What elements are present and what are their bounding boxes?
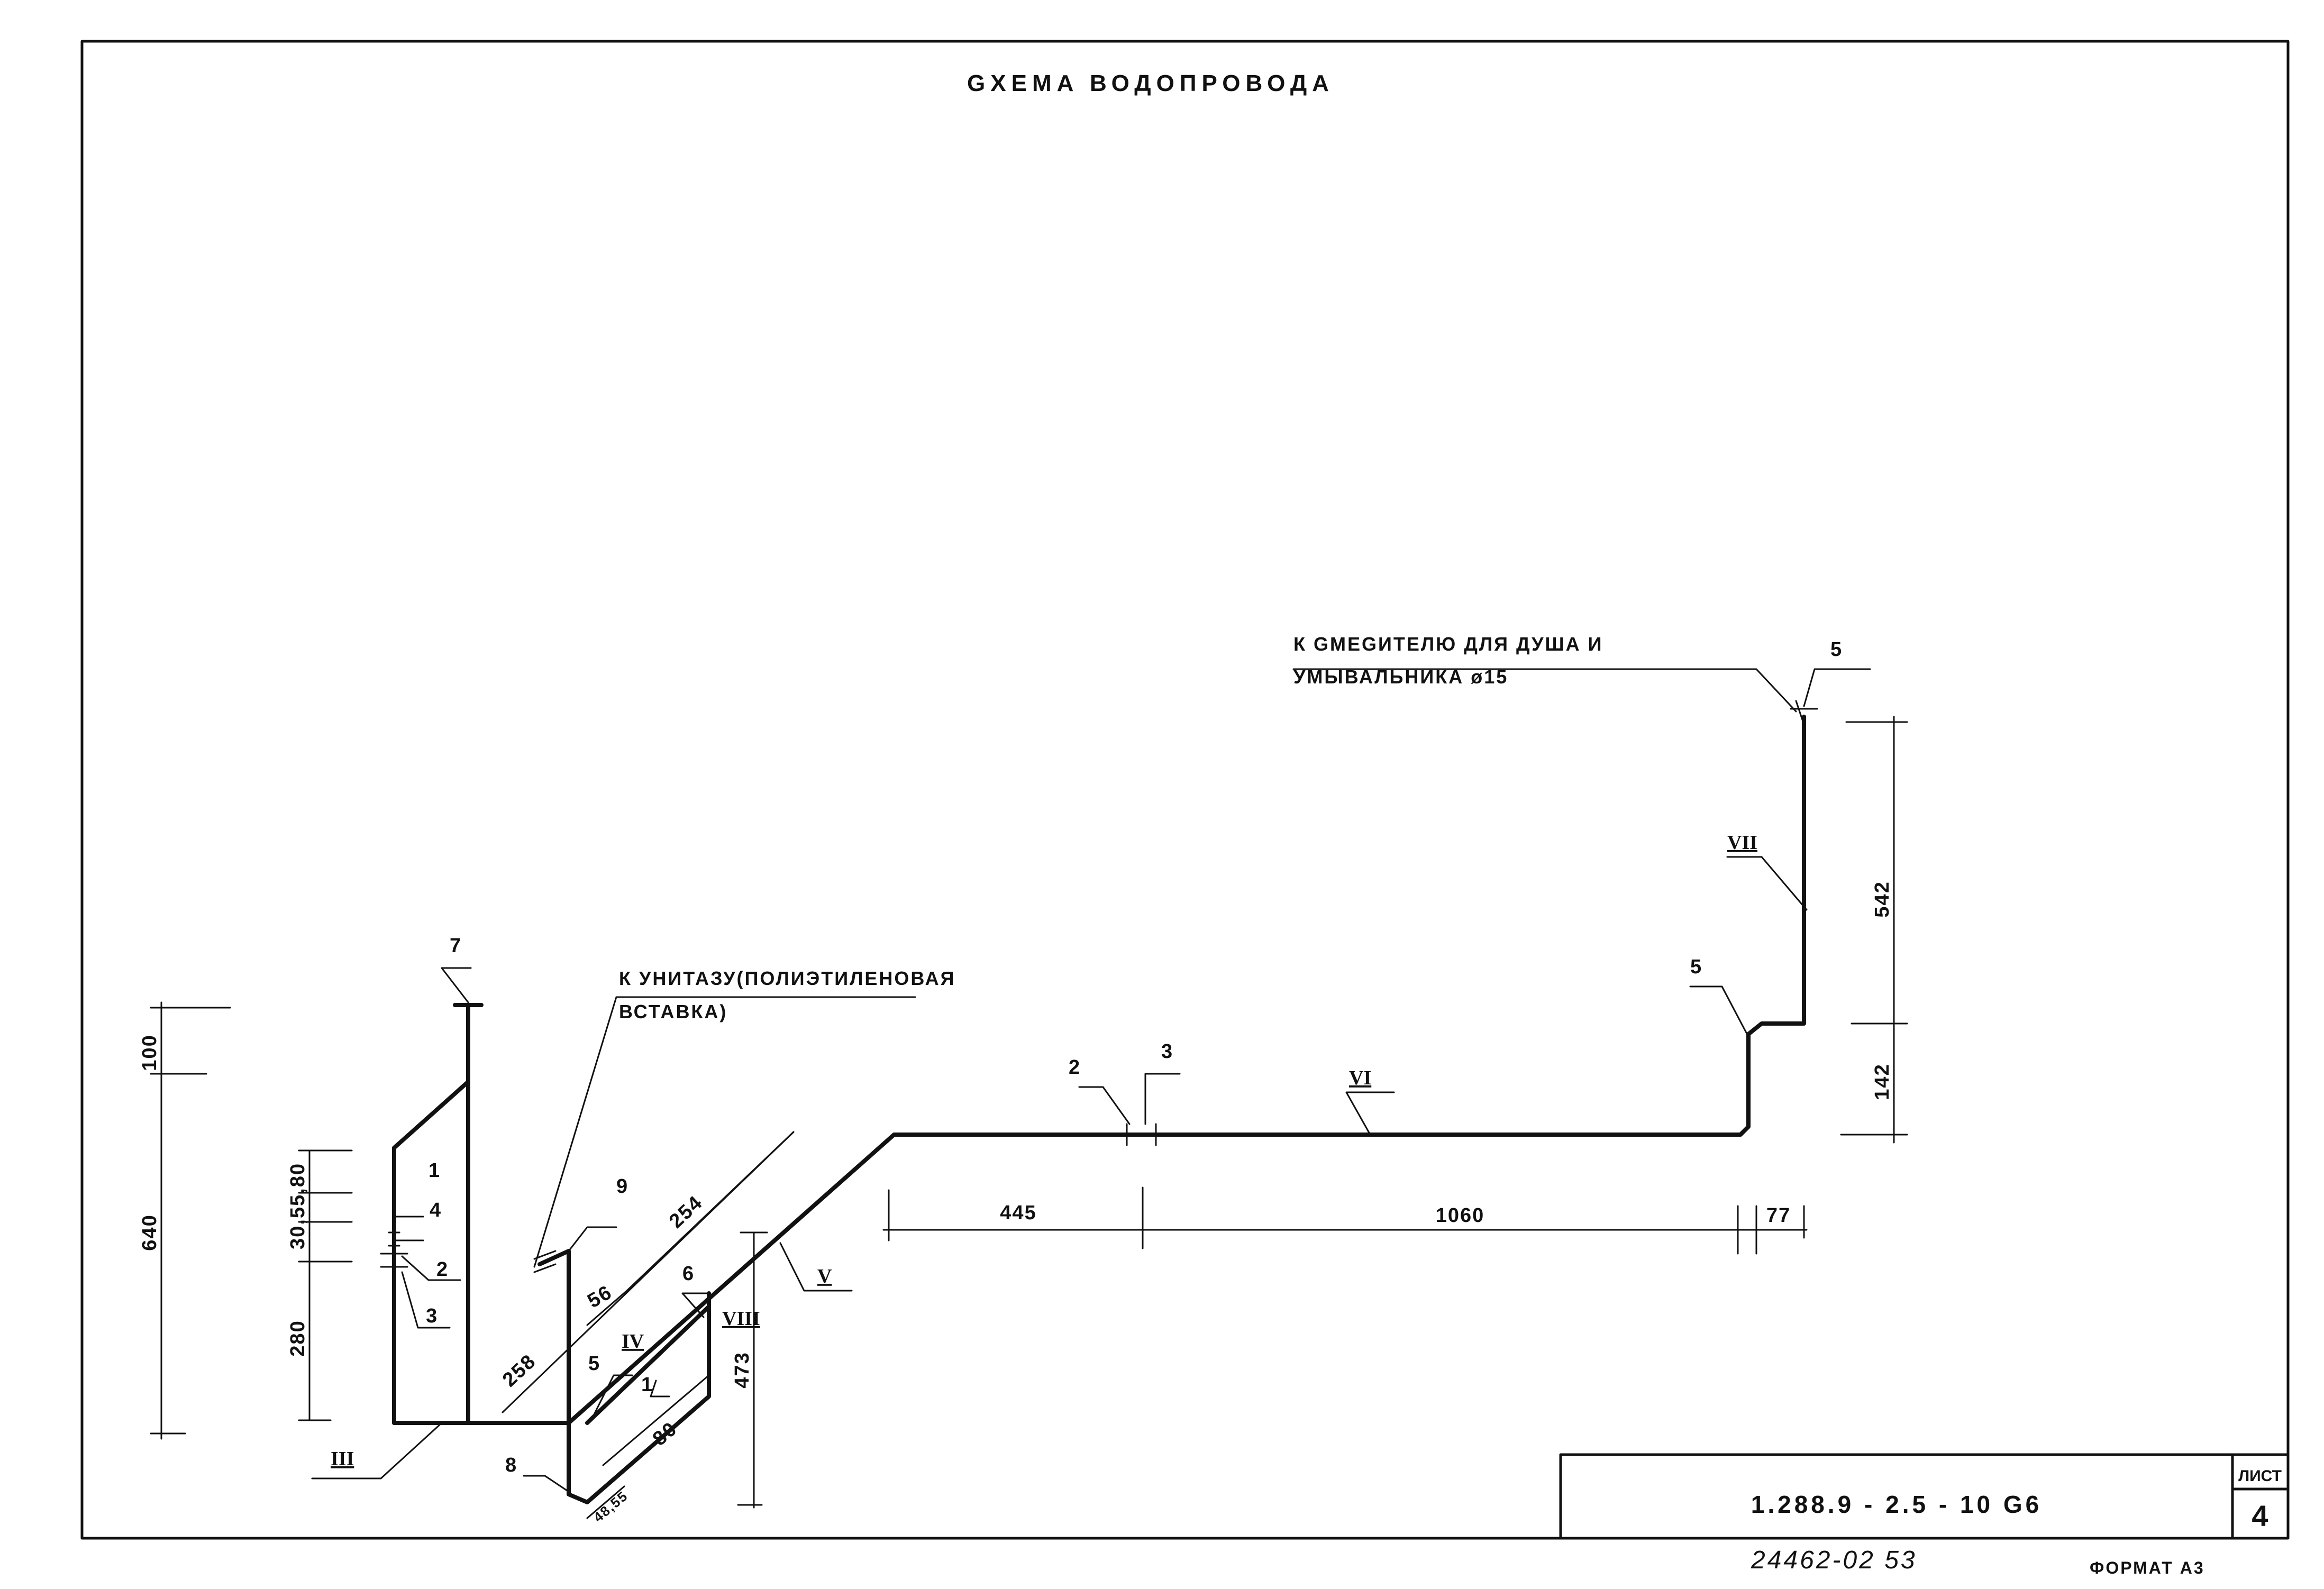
mixer-note-line2: УМЫВАЛЬНИКА ø15 [1293,666,1508,688]
dim-stack: 30,55,80 [287,1163,309,1249]
valve-fitting [1120,1123,1162,1146]
section-label-6: VI [1349,1067,1371,1089]
dim-542: 542 [1871,881,1893,917]
position-label-2b: 2 [1069,1056,1080,1079]
dim-640: 640 [139,1214,161,1250]
leaders [311,668,1871,1493]
mixer-note-line1: К GMEGИТЕЛЮ ДЛЯ ДУША И [1293,633,1603,655]
position-label-1: 1 [429,1159,440,1182]
dim-77: 77 [1766,1204,1791,1227]
toilet-note-line2: ВСТАВКА) [619,1001,727,1022]
position-label-5a: 5 [588,1353,599,1375]
dim-473: 473 [731,1351,753,1388]
dim-142: 142 [1871,1063,1893,1100]
position-label-5b: 5 [1690,956,1701,978]
sheet-frame [80,40,2290,1540]
title-block [1559,1453,2290,1540]
position-label-9: 9 [616,1175,627,1198]
position-label-3: 3 [426,1305,437,1327]
archive-number: 24462-02 53 [1751,1546,1917,1574]
position-label-1b: 1 [641,1374,652,1396]
position-label-8: 8 [505,1454,516,1476]
left-valve-fitting [380,1231,408,1268]
position-label-3b: 3 [1161,1040,1172,1063]
section-label-3: III [331,1448,354,1470]
pipe-section-8 [567,1291,711,1504]
main-pipe-5-6-7 [567,715,1806,1425]
branch-pipe-left [392,1080,470,1425]
dim-445: 445 [1000,1202,1036,1224]
position-label-2: 2 [436,1258,448,1281]
section-label-5: V [817,1265,832,1287]
mixer-fitting [1790,700,1818,726]
pipeline [380,700,1818,1504]
dim-100: 100 [139,1034,161,1071]
section-label-4: IV [622,1330,644,1353]
sheet-number: 4 [2252,1499,2268,1532]
section-label-7: VII [1727,832,1757,854]
pipe-section-4 [585,1304,711,1425]
toilet-riser [537,1249,571,1425]
dim-1060: 1060 [1436,1204,1485,1227]
position-label-5c: 5 [1830,638,1842,661]
drawing-code: 1.288.9 - 2.5 - 10 G6 [1751,1491,2043,1518]
drawing-title: GXEMA ВОДОПРОВОДА [967,70,1334,96]
sheet-format: ФОРМАТ А3 [2090,1558,2205,1577]
position-label-7: 7 [450,935,461,957]
section-label-8: VIII [722,1308,760,1330]
position-label-6: 6 [682,1263,694,1285]
position-label-4: 4 [430,1199,441,1221]
toilet-note-line1: К УНИТАЗУ(ПОЛИЭТИЛЕНОВАЯ [619,967,955,989]
dimension-lines [150,716,1908,1519]
sheet-label: ЛИСТ [2238,1467,2282,1485]
dim-258: 258 [498,1350,540,1391]
dim-254: 254 [665,1191,707,1232]
dim-280: 280 [287,1320,309,1356]
